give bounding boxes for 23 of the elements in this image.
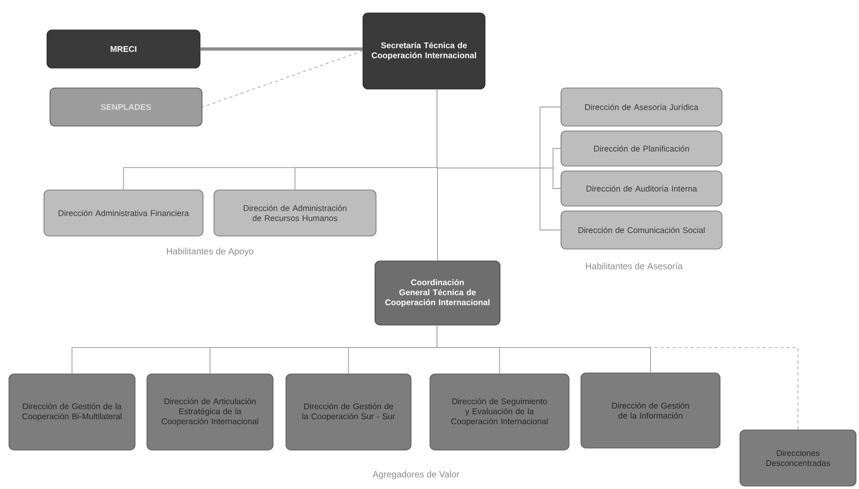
connector-line — [200, 47, 363, 51]
group-label: Habilitantes de Apoyo — [166, 248, 254, 256]
connector-line — [436, 325, 798, 430]
org-box: Dirección de Seguimiento y Evaluación de la Cooperación Internacional — [430, 374, 570, 450]
org-box: Dirección de Gestión de la Información — [580, 372, 720, 448]
org-box: Dirección de Administración de Recursos Humanos — [214, 190, 376, 236]
connector-line — [202, 50, 363, 108]
org-box: Dirección de Gestión de la Cooperación Bi-Multilateral — [8, 374, 136, 450]
org-box: Dirección de Articulación Estratégica de la Cooperación Internacional — [146, 374, 274, 450]
org-box: Dirección de Gestión de la Cooperación Sur - Sur — [286, 374, 412, 450]
org-box: SENPLADES — [50, 88, 202, 126]
org-box: Direcciones Desconcentradas — [740, 430, 856, 486]
org-box: Secretaría Técnica de Cooperación Internacional — [362, 12, 486, 90]
org-box: Dirección de Comunicación Social — [560, 210, 722, 250]
connector-line — [436, 88, 438, 262]
org-box: Coordinación General Técnica de Cooperación Internacional — [374, 260, 500, 326]
org-box: Dirección de Planificación — [560, 130, 722, 166]
group-label: Agregadores de Valor — [372, 470, 460, 480]
org-box: MRECI — [46, 30, 200, 68]
org-box: Dirección Administrativa Financiera — [44, 190, 204, 236]
org-box: Dirección de Auditoría Interna — [560, 170, 722, 206]
org-box: Dirección de Asesoría Jurídica — [560, 88, 722, 126]
group-label: Habilitantes de Asesoría — [586, 262, 683, 270]
